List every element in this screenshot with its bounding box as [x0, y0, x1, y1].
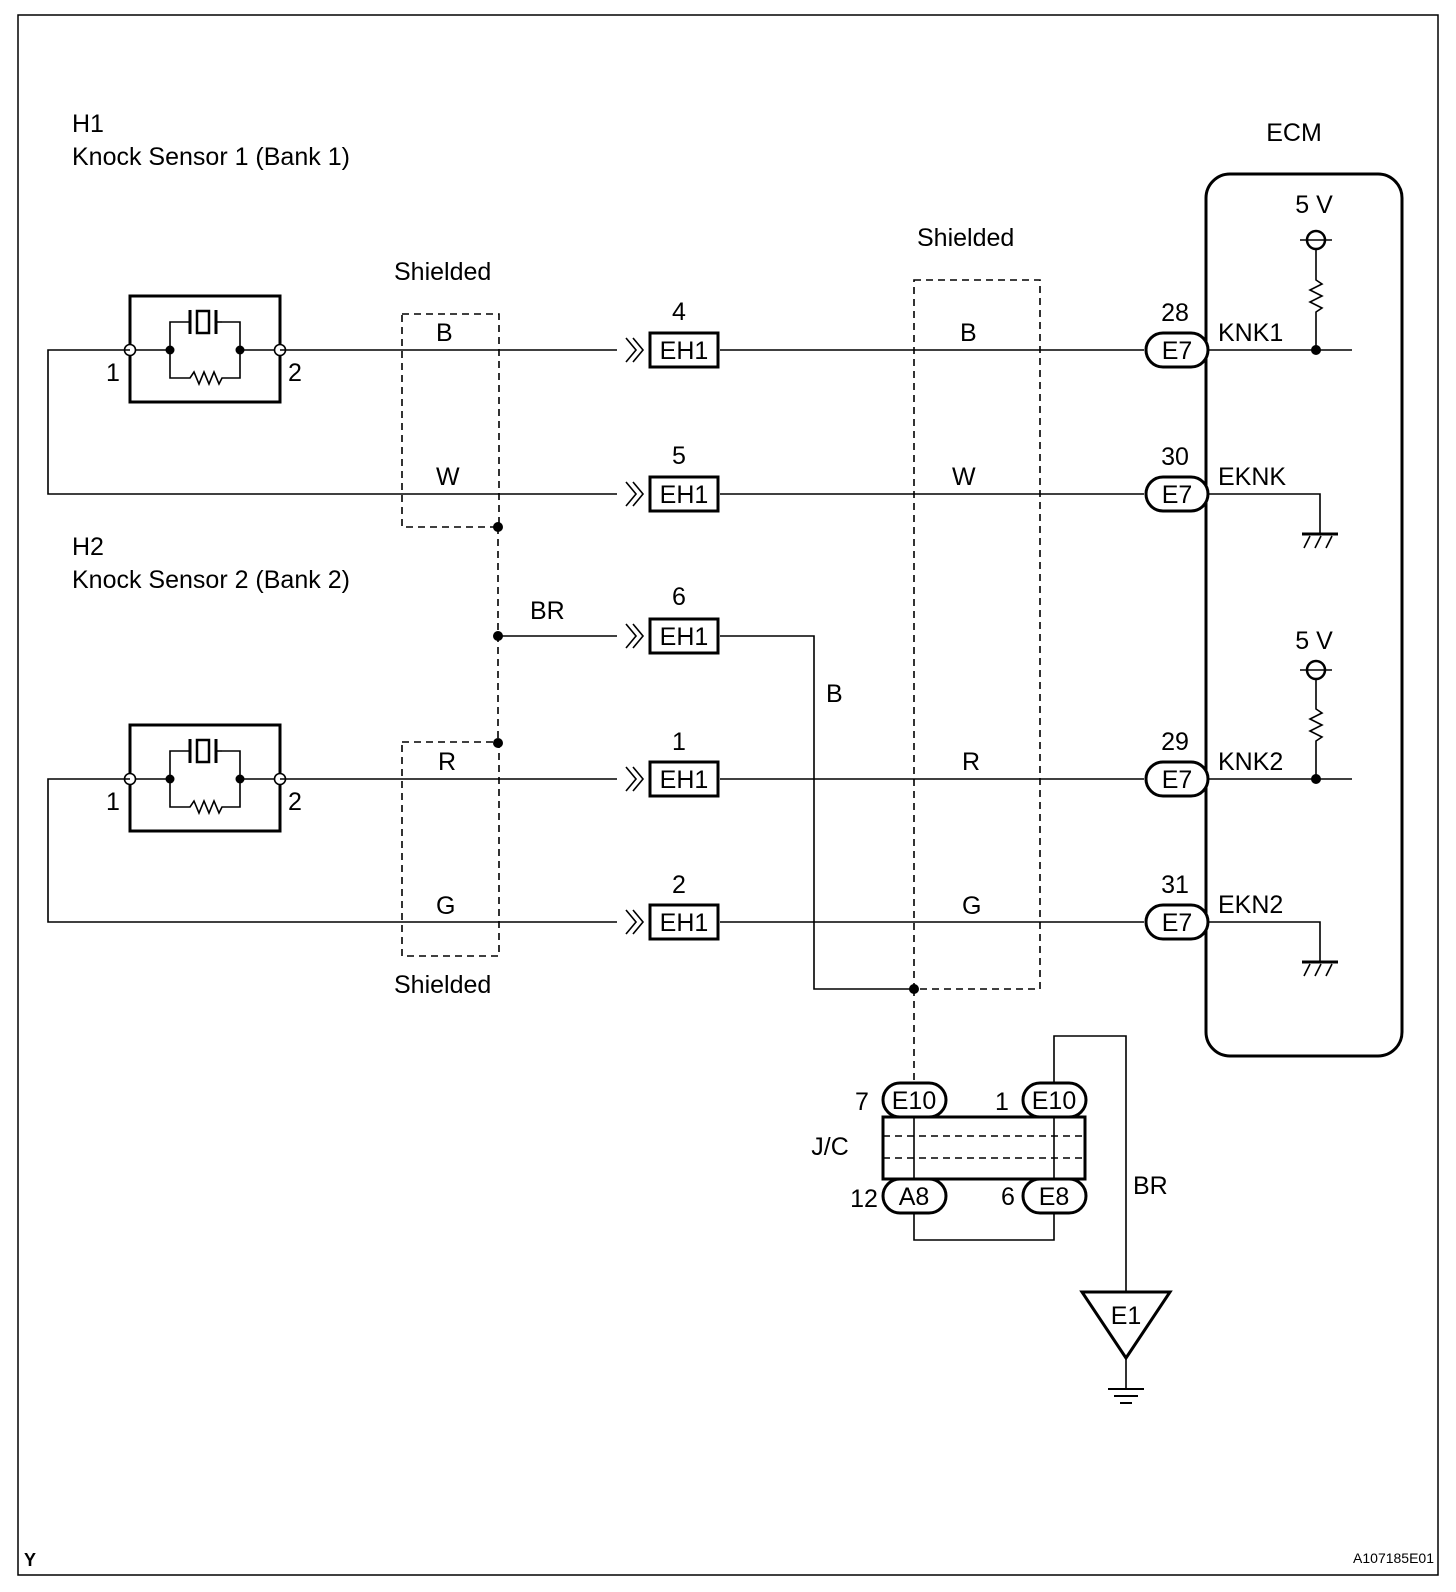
jc-conn-bottom-right-label: E8 — [1039, 1183, 1070, 1211]
color-w-right: W — [952, 463, 976, 491]
eh1-label-3: EH1 — [660, 623, 709, 651]
shield-label-2: Shielded — [394, 971, 491, 999]
color-b-right: B — [960, 319, 977, 347]
ecm-term-ekn2: EKN2 — [1218, 891, 1283, 919]
jc-label: J/C — [811, 1133, 849, 1161]
jc-pin-top-left: 7 — [855, 1088, 869, 1116]
eh1-pin-1: 4 — [672, 298, 686, 326]
ecm-ground-1 — [1208, 493, 1338, 549]
sensor1-code: H1 — [72, 110, 104, 138]
ecm-pin-30: 30 — [1161, 443, 1189, 471]
eh1-pin-4: 1 — [672, 728, 686, 756]
junction-connector — [881, 1115, 1087, 1181]
color-br: BR — [530, 597, 565, 625]
e7-label-1: E7 — [1162, 337, 1193, 365]
ecm-term-knk1: KNK1 — [1218, 319, 1283, 347]
ecm-pin-31: 31 — [1161, 871, 1189, 899]
jc-pin-bottom-left: 12 — [850, 1185, 878, 1213]
ground-point-e1 — [1079, 1290, 1173, 1404]
jc-conn-bottom-left-label: A8 — [899, 1183, 930, 1211]
e7-label-2: E7 — [1162, 481, 1193, 509]
ecm-ground-2 — [1208, 921, 1338, 977]
shield-label-1: Shielded — [394, 258, 491, 286]
wire-jc-bridge — [913, 1213, 1055, 1241]
color-g-right: G — [962, 892, 981, 920]
eh1-pin-2: 5 — [672, 442, 686, 470]
eh1-label-2: EH1 — [660, 481, 709, 509]
pullup-resistor-2 — [1208, 659, 1352, 784]
supply-label-2: 5 V — [1295, 627, 1333, 655]
jc-conn-top-right-label: E10 — [1032, 1087, 1076, 1115]
ecm-pin-28: 28 — [1161, 299, 1189, 327]
color-b-left: B — [436, 319, 453, 347]
eh1-pin-3: 6 — [672, 583, 686, 611]
ecm-term-eknk: EKNK — [1218, 463, 1286, 491]
jc-pin-top-right: 1 — [995, 1088, 1009, 1116]
shield-label-3: Shielded — [917, 224, 1014, 252]
eh1-label-5: EH1 — [660, 909, 709, 937]
sensor1-pin1: 1 — [106, 359, 120, 387]
eh1-pin-5: 2 — [672, 871, 686, 899]
color-w-left: W — [436, 463, 460, 491]
shield-box-2 — [401, 741, 500, 957]
pullup-resistor-1 — [1208, 229, 1352, 355]
ecm-box — [1204, 172, 1404, 1058]
knock-sensor-1 — [123, 294, 287, 404]
e7-label-3: E7 — [1162, 766, 1193, 794]
wire-s2-loop — [47, 778, 617, 923]
color-b-drain: B — [826, 680, 843, 708]
eh1-label-1: EH1 — [660, 337, 709, 365]
sensor2-pin1: 1 — [106, 788, 120, 816]
knock-sensor-2 — [123, 723, 287, 833]
wire-to-ground — [1053, 1035, 1127, 1292]
jc-conn-top-left — [881, 1081, 948, 1119]
sensor2-pin2: 2 — [288, 788, 302, 816]
footer-left: Y — [24, 1550, 36, 1570]
supply-label-1: 5 V — [1295, 191, 1333, 219]
wire-drain-b — [720, 635, 914, 990]
eh1-connector-4 — [625, 760, 720, 798]
eh1-connector-1 — [625, 331, 720, 369]
shield-box-1 — [401, 313, 500, 528]
sensor1-name: Knock Sensor 1 (Bank 1) — [72, 143, 350, 171]
jc-pin-bottom-right: 6 — [1001, 1183, 1015, 1211]
color-r-right: R — [962, 748, 980, 776]
eh1-connector-2 — [625, 475, 720, 513]
sensor2-name: Knock Sensor 2 (Bank 2) — [72, 566, 350, 594]
diagram-frame — [17, 14, 1439, 1576]
wire-s1-loop — [47, 349, 617, 495]
jc-conn-top-left-label: E10 — [892, 1087, 936, 1115]
ecm-term-knk2: KNK2 — [1218, 748, 1283, 776]
eh1-connector-5 — [625, 903, 720, 941]
eh1-label-4: EH1 — [660, 766, 709, 794]
sensor2-code: H2 — [72, 533, 104, 561]
sensor1-pin2: 2 — [288, 359, 302, 387]
ecm-pin-29: 29 — [1161, 728, 1189, 756]
shield-box-3 — [913, 279, 1041, 990]
eh1-connector-3 — [625, 617, 720, 655]
color-br-ground: BR — [1133, 1172, 1168, 1200]
ecm-title: ECM — [1266, 119, 1322, 147]
color-r-left: R — [438, 748, 456, 776]
color-g-left: G — [436, 892, 455, 920]
e7-label-4: E7 — [1162, 909, 1193, 937]
ground-label: E1 — [1111, 1302, 1142, 1330]
footer-right: A107185E01 — [1353, 1550, 1434, 1566]
